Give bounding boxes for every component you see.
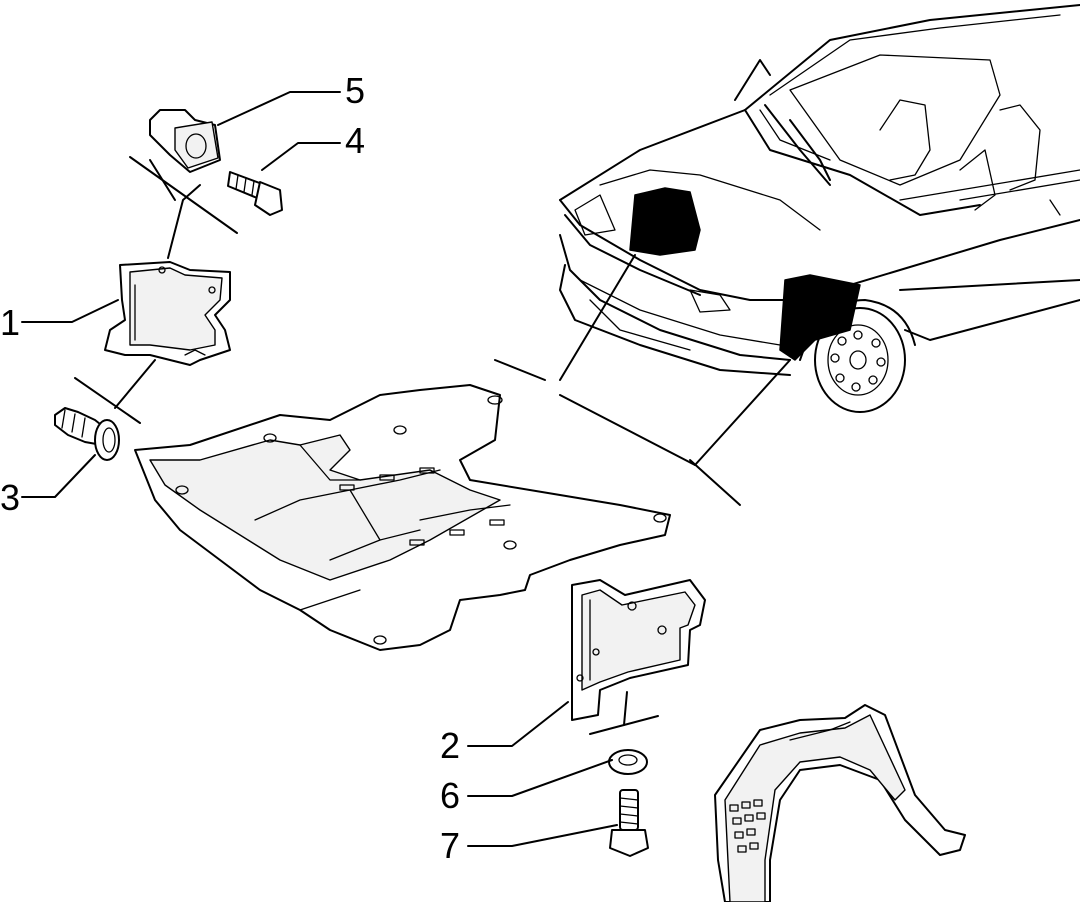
highlight-side-part [779,274,861,361]
callout-3: 3 [0,477,20,518]
plastic-rivet-part-3 [54,407,120,461]
bracket-part-2 [571,579,706,721]
callout-labels: 1 2 3 4 5 6 7 [0,70,460,866]
underbody-shield [134,384,671,651]
washer-part-6 [608,749,648,775]
bolt-part-4 [227,171,283,216]
callout-6: 6 [440,775,460,816]
leader-lines [21,91,659,847]
callout-7: 7 [440,825,460,866]
wheel-arch-liner [714,704,966,902]
clip-nut-part-5 [149,109,221,173]
highlight-front-part [629,187,701,256]
bracket-part-1 [104,261,231,366]
callout-1: 1 [0,302,20,343]
callout-4: 4 [345,120,365,161]
callout-5: 5 [345,70,365,111]
screw-part-7 [609,789,649,857]
car-illustration [494,4,1080,506]
callout-2: 2 [440,725,460,766]
